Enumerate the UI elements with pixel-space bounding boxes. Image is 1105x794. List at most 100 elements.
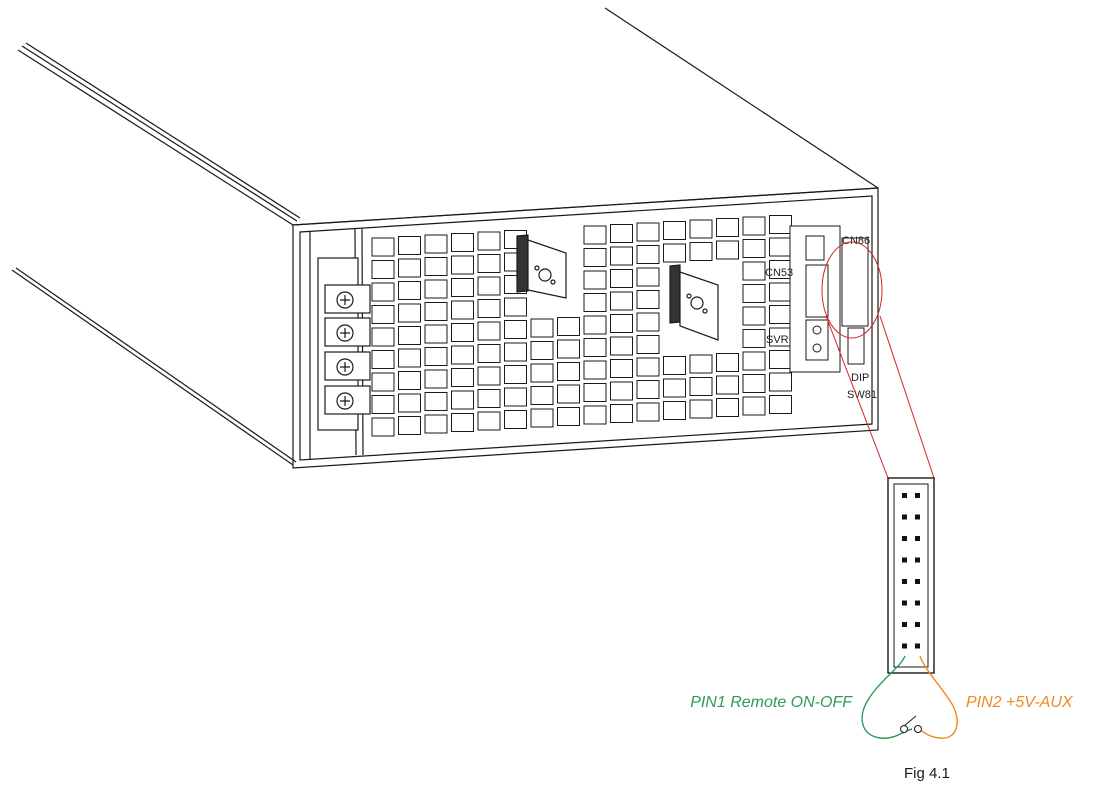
vent-hole	[451, 300, 474, 320]
vent-hole	[742, 306, 766, 326]
vent-hole	[504, 342, 527, 362]
psu-body	[11, 7, 879, 469]
vent-hole	[398, 326, 421, 345]
vent-hole	[530, 408, 554, 428]
vent-hole	[610, 314, 633, 333]
vent-hole	[504, 410, 527, 429]
vent-hole	[636, 312, 660, 332]
vent-hole	[716, 218, 739, 237]
vent-hole	[610, 359, 633, 378]
vent-hole	[398, 236, 421, 255]
vent-hole	[557, 407, 580, 426]
vent-hole	[689, 399, 713, 419]
vent-hole	[583, 360, 607, 380]
vent-hole	[769, 350, 792, 369]
vent-hole	[689, 354, 713, 374]
vent-hole	[610, 246, 633, 266]
vent-hole	[424, 257, 448, 276]
connector-pin	[915, 514, 920, 520]
vent-hole	[583, 248, 607, 267]
vent-hole	[477, 276, 501, 296]
connector-pins	[902, 493, 920, 649]
vent-hole	[636, 290, 660, 309]
vent-hole	[530, 318, 554, 338]
vent-hole	[477, 389, 501, 408]
vent-hole	[371, 417, 395, 437]
vent-hole	[398, 371, 421, 390]
control-connector-panel	[789, 225, 869, 373]
connector-pin	[902, 643, 907, 649]
cn86-callout	[821, 241, 935, 479]
vent-hole	[636, 402, 660, 422]
pin1-wire	[861, 655, 913, 739]
vent-hole	[530, 363, 554, 383]
vent-hole	[371, 350, 395, 369]
connector-pin	[915, 536, 920, 541]
vent-hole	[398, 393, 421, 413]
vent-hole	[451, 255, 474, 275]
vent-hole	[636, 380, 660, 399]
vent-hole	[636, 222, 660, 242]
vent-hole	[583, 225, 607, 245]
cn53-label: CN53	[765, 267, 793, 279]
vent-hole	[636, 335, 660, 354]
switch-contact-left	[900, 725, 908, 733]
vent-hole	[583, 383, 607, 402]
dip-label: DIP	[851, 372, 869, 384]
cn86-connector-detail	[887, 477, 935, 674]
vent-hole	[583, 315, 607, 335]
mounting-brackets	[516, 234, 719, 341]
switch-lever	[903, 715, 917, 727]
connector-pin	[902, 579, 907, 584]
vent-hole	[663, 243, 686, 263]
vent-hole	[477, 321, 501, 341]
ventilation-grid	[371, 215, 792, 437]
vent-hole	[398, 303, 421, 323]
vent-hole	[716, 353, 739, 372]
vent-hole	[477, 231, 501, 251]
vent-hole	[424, 279, 448, 299]
vent-hole	[583, 270, 607, 290]
vent-hole	[477, 344, 501, 363]
vent-hole	[451, 390, 474, 410]
vent-hole	[398, 281, 421, 300]
vent-hole	[610, 224, 633, 243]
vent-hole	[636, 267, 660, 287]
switch-contact-right	[914, 725, 922, 733]
vent-hole	[689, 377, 713, 396]
vent-hole	[583, 293, 607, 312]
vent-hole	[424, 324, 448, 344]
vent-hole	[689, 242, 713, 261]
vent-hole	[769, 215, 792, 234]
vent-hole	[610, 381, 633, 401]
vent-hole	[557, 317, 580, 336]
remote-switch-wiring	[861, 655, 958, 739]
vent-hole	[610, 336, 633, 356]
figure-caption: Fig 4.1	[904, 765, 950, 782]
vent-hole	[451, 413, 474, 432]
pin2-wire	[917, 655, 958, 739]
pin1-label: PIN1 Remote ON-OFF	[690, 694, 853, 711]
vent-hole	[371, 395, 395, 414]
vent-hole	[610, 269, 633, 288]
vent-hole	[424, 414, 448, 434]
connector-pin	[915, 643, 920, 649]
vent-hole	[451, 345, 474, 365]
vent-hole	[504, 387, 527, 407]
vent-hole	[398, 416, 421, 435]
vent-hole	[398, 258, 421, 278]
vent-hole	[716, 240, 739, 260]
vent-hole	[742, 216, 766, 236]
vent-hole	[504, 320, 527, 339]
vent-hole	[716, 398, 739, 417]
vent-hole	[477, 411, 501, 431]
vent-hole	[477, 254, 501, 273]
vent-hole	[424, 302, 448, 321]
vent-hole	[424, 369, 448, 389]
vent-hole	[477, 366, 501, 386]
connector-pin	[902, 493, 907, 498]
vent-hole	[398, 348, 421, 368]
vent-hole	[530, 386, 554, 405]
vent-hole	[769, 395, 792, 414]
